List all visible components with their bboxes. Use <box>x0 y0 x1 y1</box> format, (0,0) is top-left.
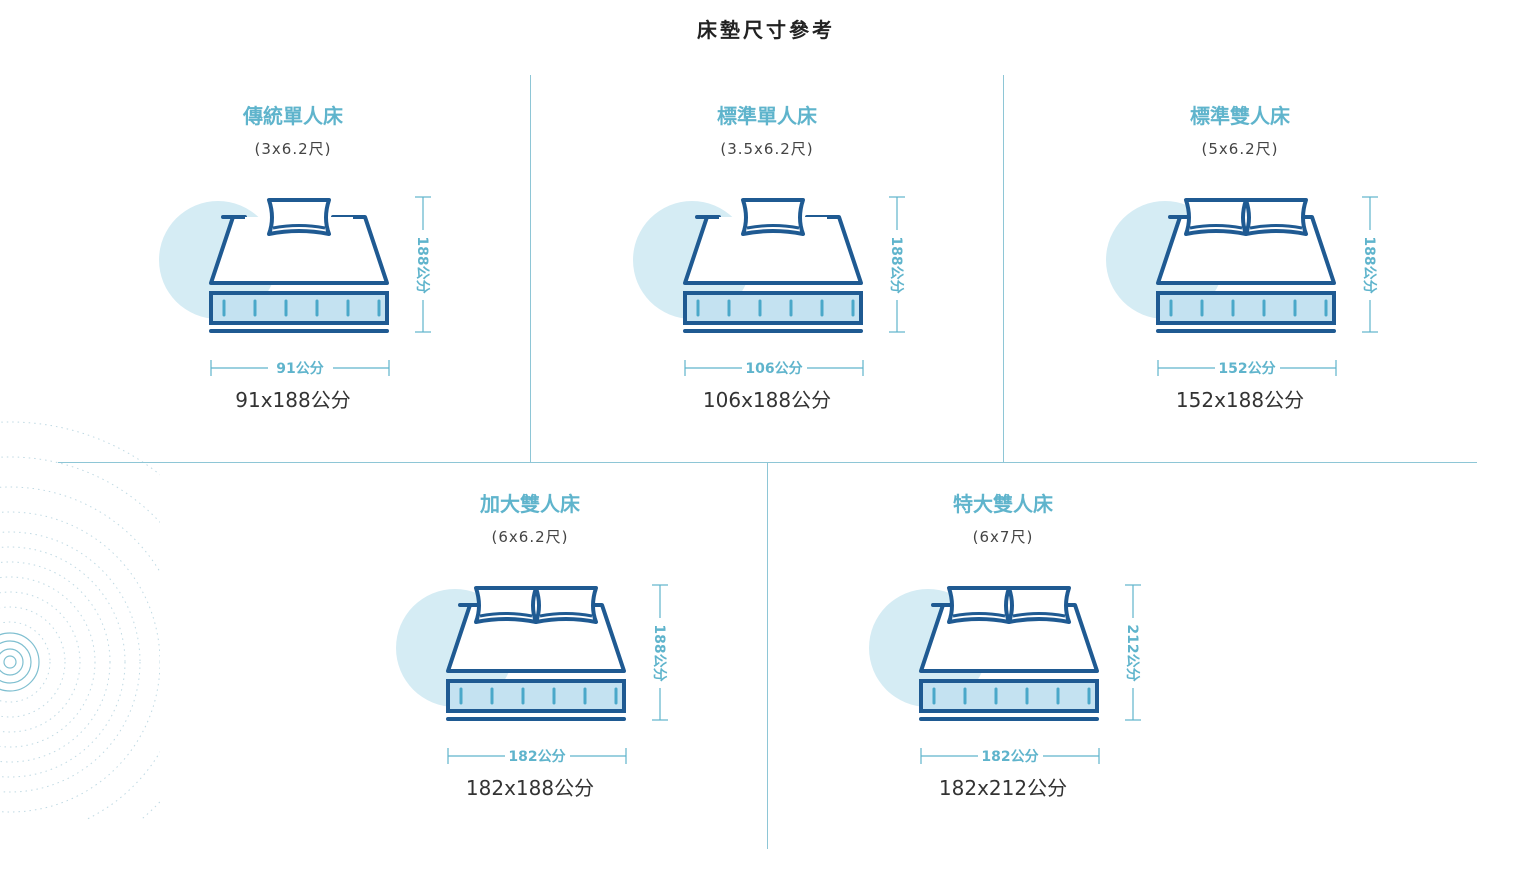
bed-name: 傳統單人床 <box>243 104 343 128</box>
bed-illustration-icon: 188公分 152公分 <box>1106 196 1378 377</box>
bed-size: 182x212公分 <box>938 776 1068 800</box>
bed-illustration-icon: 212公分 182公分 <box>869 584 1141 765</box>
bed-card-king: 特大雙人床 (6x7尺) 212公分 182公分 182x212公分 <box>869 488 1141 818</box>
bed-illustration-icon: 188公分 106公分 <box>633 196 905 377</box>
bed-name: 特大雙人床 <box>953 492 1053 516</box>
length-label: 188公分 <box>414 236 430 293</box>
bed-illustration-icon: 188公分 91公分 <box>159 196 431 377</box>
bed-card-standard-double: 標準雙人床 (5x6.2尺) 188公分 152公分 152x188公分 <box>1106 100 1378 430</box>
width-label: 106公分 <box>745 361 802 377</box>
length-label: 188公分 <box>1361 236 1377 293</box>
bed-size: 182x188公分 <box>465 776 595 800</box>
bed-size: 152x188公分 <box>1175 388 1305 412</box>
bed-ratio: (3.5x6.2尺) <box>720 140 814 158</box>
decorative-ripple-icon <box>0 421 160 820</box>
width-label: 182公分 <box>508 749 565 765</box>
page-title: 床墊尺寸參考 <box>697 18 835 42</box>
bed-name: 加大雙人床 <box>480 492 580 516</box>
bed-ratio: (6x6.2尺) <box>491 528 569 546</box>
width-label: 182公分 <box>981 749 1038 765</box>
bed-ratio: (6x7尺) <box>972 528 1034 546</box>
width-label: 91公分 <box>276 361 323 377</box>
divider-vertical-1 <box>530 75 531 462</box>
bed-card-standard-single: 標準單人床 (3.5x6.2尺) 188公分 106公分 106x188公分 <box>633 100 905 430</box>
bed-card-traditional-single: 傳統單人床 (3x6.2尺) 188公分 91公分 91x188公分 <box>159 100 431 430</box>
bed-name: 標準雙人床 <box>1190 104 1290 128</box>
bed-name: 標準單人床 <box>717 104 817 128</box>
width-label: 152公分 <box>1218 361 1275 377</box>
length-label: 188公分 <box>651 624 667 681</box>
length-label: 188公分 <box>888 236 904 293</box>
divider-vertical-3 <box>767 462 768 849</box>
bed-size: 91x188公分 <box>235 388 351 412</box>
bed-card-queen: 加大雙人床 (6x6.2尺) 188公分 182公分 182x188公分 <box>396 488 668 818</box>
bed-ratio: (5x6.2尺) <box>1201 140 1279 158</box>
bed-ratio: (3x6.2尺) <box>254 140 332 158</box>
bed-illustration-icon: 188公分 182公分 <box>396 584 668 765</box>
bed-size: 106x188公分 <box>702 388 832 412</box>
length-label: 212公分 <box>1124 624 1140 681</box>
divider-vertical-2 <box>1003 75 1004 462</box>
